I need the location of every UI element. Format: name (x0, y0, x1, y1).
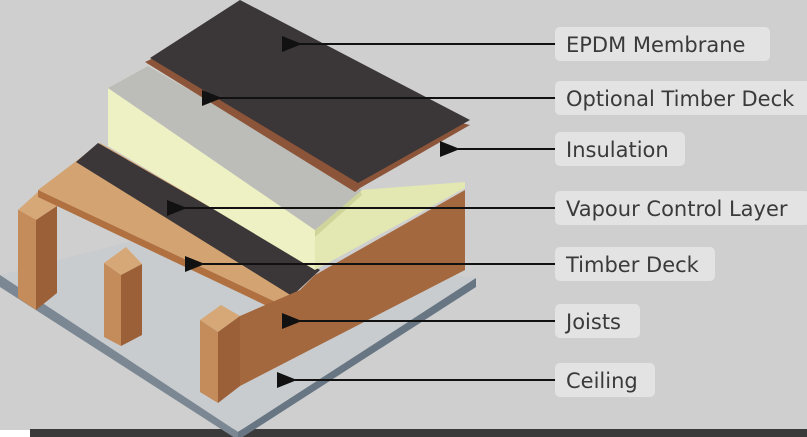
label-joists: Joists (564, 310, 621, 334)
label-box-epdm (555, 27, 770, 61)
label-box-vcl (555, 191, 807, 225)
label-box-ceiling (555, 363, 655, 397)
epdm-membrane-layer (150, 0, 470, 183)
vapour-control-layer (76, 143, 320, 296)
label-box-timber-deck (555, 247, 715, 281)
label-timber-deck: Timber Deck (565, 253, 700, 277)
joist-side-face (240, 190, 465, 386)
joist-left (18, 190, 57, 310)
label-epdm: EPDM Membrane (566, 33, 745, 57)
label-vcl: Vapour Control Layer (566, 197, 788, 221)
panel-shadow (30, 429, 807, 437)
label-insulation: Insulation (566, 138, 669, 162)
joist-middle (104, 247, 142, 346)
timber-deck-edge (38, 190, 282, 313)
label-box-insulation (555, 132, 685, 166)
label-ceiling: Ceiling (566, 369, 638, 393)
joist-front (200, 305, 240, 403)
label-box-optional-deck (555, 81, 807, 115)
label-optional-deck: Optional Timber Deck (566, 87, 795, 111)
insulation-top-grey (108, 66, 362, 230)
label-box-joists (555, 304, 640, 338)
